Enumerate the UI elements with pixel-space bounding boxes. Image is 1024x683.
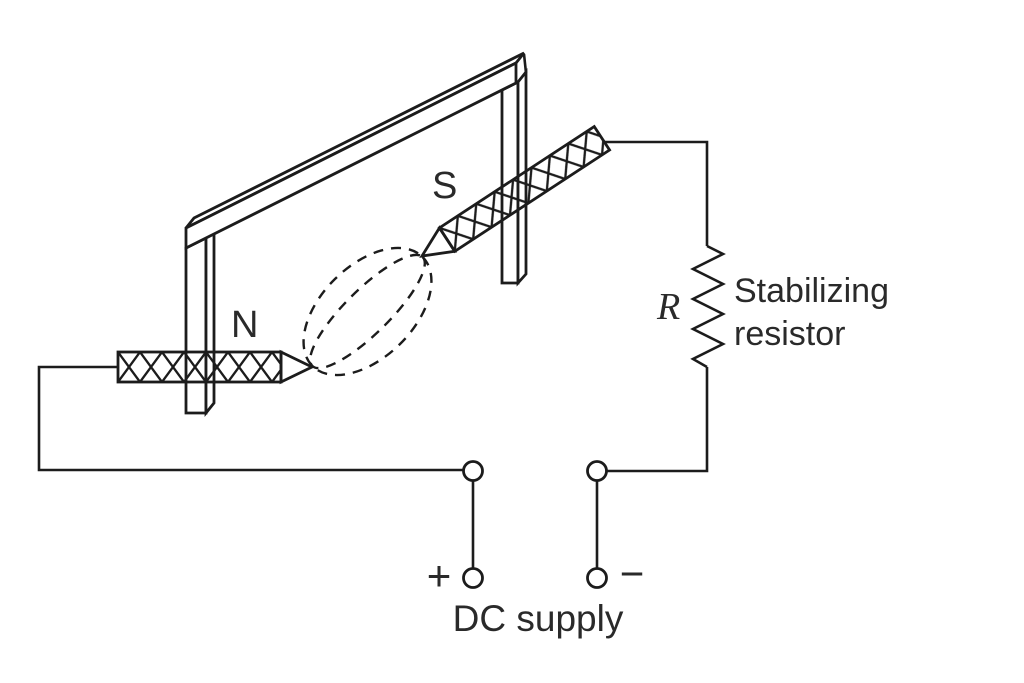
terminal-positive: + bbox=[427, 460, 484, 599]
frame-left-post-side bbox=[204, 225, 216, 417]
circuit-wiring bbox=[37, 140, 726, 473]
frame-right-post-back-edge bbox=[522, 53, 528, 74]
electrode-n-body bbox=[116, 350, 283, 384]
terminal-negative-bottom-circle bbox=[586, 567, 608, 589]
field-line-inner bbox=[308, 253, 427, 370]
label-pole-n: N bbox=[231, 304, 258, 346]
terminal-negative: − bbox=[586, 460, 645, 597]
label-resistor-name-line1: Stabilizing bbox=[734, 272, 889, 310]
label-dc-supply: DC supply bbox=[453, 598, 624, 639]
label-pole-s: S bbox=[432, 165, 457, 207]
minus-sign: − bbox=[620, 550, 645, 597]
support-frame bbox=[184, 51, 528, 417]
plus-sign: + bbox=[427, 552, 452, 599]
electrode-s bbox=[419, 124, 612, 258]
frame-top-rail-front-face bbox=[184, 60, 518, 251]
resistor-zigzag bbox=[690, 244, 726, 369]
terminal-negative-top-circle bbox=[586, 460, 608, 482]
wire-electrode-s-to-resistor bbox=[604, 140, 709, 246]
label-resistor-symbol: R bbox=[656, 286, 680, 328]
wire-resistor-to-negative-terminal bbox=[607, 367, 709, 473]
electrode-n bbox=[116, 349, 316, 385]
electrode-s-body bbox=[437, 124, 612, 254]
terminal-positive-bottom-circle bbox=[462, 567, 484, 589]
wire-electrode-n-to-positive-terminal bbox=[37, 365, 463, 472]
terminal-positive-top-circle bbox=[462, 460, 484, 482]
label-resistor-name-line2: resistor bbox=[734, 315, 845, 353]
frame-left-post-front bbox=[184, 235, 208, 415]
